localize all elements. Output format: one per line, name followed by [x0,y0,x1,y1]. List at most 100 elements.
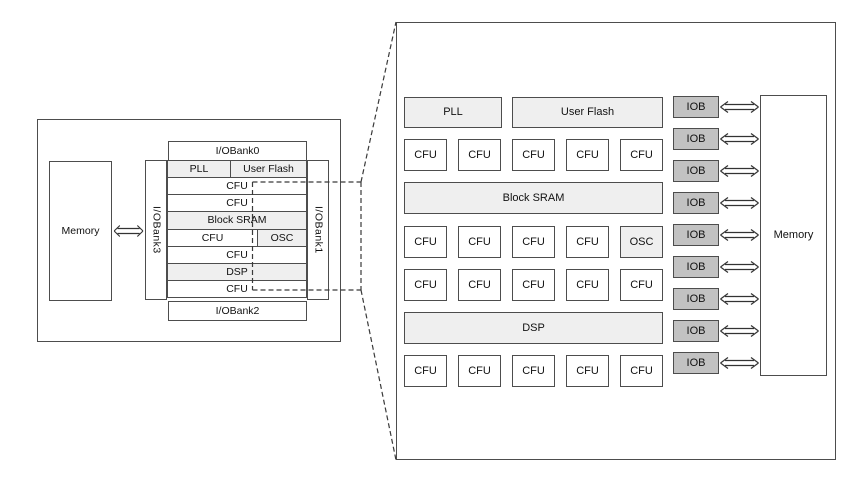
cfu-row: CFU [167,194,307,212]
cfu-label: CFU [226,179,248,192]
iobank3-label: I/OBank3 [150,206,163,254]
cfu-label: CFU [576,235,599,248]
cfu-label: CFU [630,278,653,291]
iobank3-strip: I/OBank3 [145,160,167,300]
cfu-box: CFU [566,139,609,171]
memory-label: Memory [773,229,814,241]
user-flash-label: User Flash [243,162,294,175]
iob-box: IOB [673,224,719,246]
cfu-box: CFU [512,226,555,258]
iob-label: IOB [686,100,706,113]
cfu-box: CFU [512,355,555,387]
iob-label: IOB [686,292,706,305]
user-flash-cell: User Flash [230,160,307,178]
cfu-box: CFU [512,139,555,171]
memory-label: Memory [61,224,100,237]
osc-label: OSC [270,231,294,244]
iob-label: IOB [686,260,706,273]
dsp-label: DSP [522,321,545,334]
cfu-label: CFU [414,278,437,291]
cfu-label: CFU [468,148,491,161]
iobank0-box: I/OBank0 [168,141,307,161]
iob-label: IOB [686,196,706,209]
osc-box: OSC [620,226,663,258]
iob-label: IOB [686,356,706,369]
dsp-row: DSP [167,263,307,281]
iobank2-box: I/OBank2 [168,301,307,321]
iob-box: IOB [673,320,719,342]
block-sram-label: Block SRAM [502,191,565,204]
cfu-box: CFU [458,139,501,171]
cfu-row: CFU [167,246,307,264]
cfu-label: CFU [226,248,248,261]
cfu-box: CFU [566,226,609,258]
osc-cell: OSC [257,229,307,247]
pll-cell: PLL [167,160,231,178]
iob-box: IOB [673,192,719,214]
zoom-connector-bottom-line [360,289,397,461]
zoom-connector-top-line [360,21,397,183]
cfu-box: CFU [620,139,663,171]
iobank1-label: I/OBank1 [312,206,325,254]
cfu-box: CFU [458,355,501,387]
cfu-label: CFU [414,235,437,248]
pll-label: PLL [189,162,209,175]
cfu-box: CFU [404,355,447,387]
cfu-label: CFU [468,364,491,377]
cfu-box: CFU [512,269,555,301]
iob-label: IOB [686,324,706,337]
iob-label: IOB [686,164,706,177]
iob-box: IOB [673,288,719,310]
cfu-label: CFU [576,148,599,161]
cfu-box: CFU [620,355,663,387]
iob-box: IOB [673,352,719,374]
cfu-box: CFU [566,269,609,301]
osc-label: OSC [629,235,654,248]
cfu-label: CFU [522,235,545,248]
user-flash-label: User Flash [560,106,615,118]
cfu-label: CFU [468,235,491,248]
iob-box: IOB [673,96,719,118]
cfu-label: CFU [576,364,599,377]
iobank0-label: I/OBank0 [215,144,260,157]
pll-box: PLL [404,97,502,128]
iob-label: IOB [686,228,706,241]
cfu-label: CFU [226,282,248,295]
cfu-label: CFU [630,364,653,377]
cfu-box: CFU [404,269,447,301]
iob-label: IOB [686,132,706,145]
iobank2-label: I/OBank2 [215,304,260,317]
cfu-label: CFU [226,196,248,209]
cfu-box: CFU [566,355,609,387]
cfu-label: CFU [201,231,224,244]
cfu-box: CFU [458,226,501,258]
cfu-box: CFU [458,269,501,301]
cfu-row: CFU [167,177,307,195]
cfu-label: CFU [522,148,545,161]
cfu-box: CFU [620,269,663,301]
cfu-label: CFU [576,278,599,291]
memory-box: Memory [49,161,112,301]
cfu-box: CFU [404,226,447,258]
memory-box-right: Memory [760,95,827,376]
dsp-label: DSP [226,265,248,278]
cfu-label: CFU [414,148,437,161]
block-sram-row: Block SRAM [167,211,307,230]
cfu-label: CFU [468,278,491,291]
block-sram-label: Block SRAM [207,214,267,227]
cfu-row: CFU [167,280,307,298]
iob-box: IOB [673,160,719,182]
user-flash-box: User Flash [512,97,663,128]
pll-label: PLL [443,106,463,118]
cfu-label: CFU [522,278,545,291]
cfu-label: CFU [630,148,653,161]
iobank1-strip: I/OBank1 [307,160,329,300]
cfu-label: CFU [522,364,545,377]
cfu-label: CFU [414,364,437,377]
cfu-cell: CFU [167,229,258,247]
block-sram-box: Block SRAM [404,182,663,214]
iob-box: IOB [673,128,719,150]
dsp-box: DSP [404,312,663,344]
cfu-box: CFU [404,139,447,171]
